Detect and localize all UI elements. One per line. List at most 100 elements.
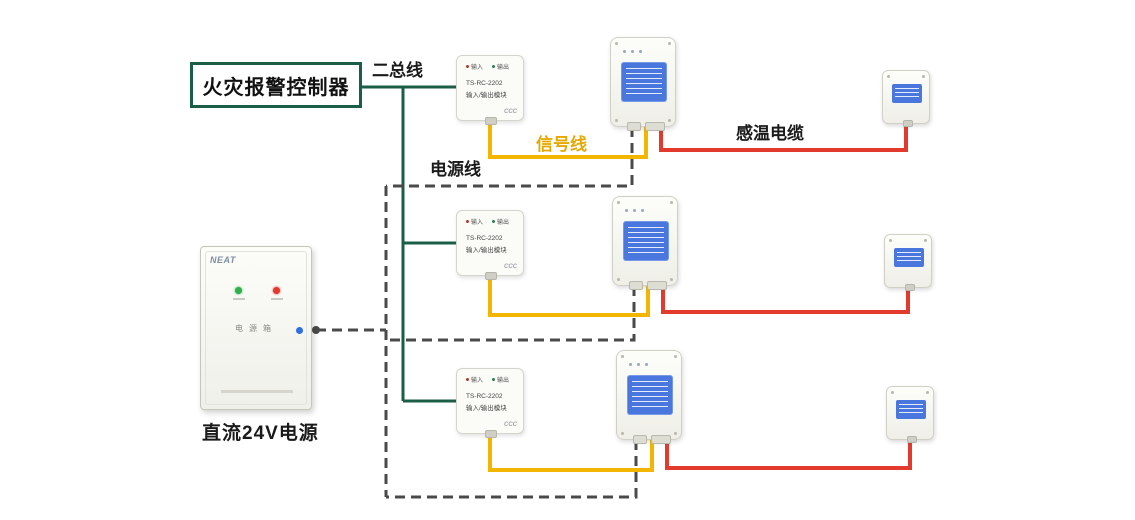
power-wire-row1 <box>386 127 634 188</box>
screw-icon <box>924 239 927 242</box>
module-model: TS-RC-2202 <box>466 393 503 400</box>
signal-wire-row2 <box>488 276 650 317</box>
psu-brand-logo: NEAT <box>210 255 236 265</box>
power-terminal <box>633 435 647 444</box>
monitor-device-3 <box>616 350 682 444</box>
screw-icon <box>926 391 929 394</box>
temp-cable-row3 <box>665 440 912 470</box>
output-indicator: 输出 <box>492 375 509 384</box>
module-name: 输入/输出模块 <box>466 247 507 254</box>
temp-cable-row1 <box>659 124 908 152</box>
label-text-lines <box>628 227 664 255</box>
device-blue-label <box>621 62 667 102</box>
screw-icon <box>674 432 677 435</box>
thermal-terminal-1 <box>882 70 930 127</box>
cable-terminal <box>651 435 671 444</box>
screw-icon <box>615 42 618 45</box>
output-label: 输出 <box>497 65 510 71</box>
input-led-icon <box>466 65 469 68</box>
module-terminal <box>485 117 497 125</box>
device-led-row <box>625 209 644 212</box>
module-terminal <box>485 430 497 438</box>
two-bus-label: 二总线 <box>372 61 423 80</box>
module-name: 输入/输出模块 <box>466 405 507 412</box>
temp-cable-row2 <box>661 286 910 314</box>
device-led-row <box>629 363 648 366</box>
temp-cable-label: 感温电缆 <box>736 124 804 143</box>
screw-icon <box>668 119 671 122</box>
screw-icon <box>670 278 673 281</box>
input-indicator: 输入 <box>466 217 483 226</box>
input-label: 输入 <box>471 220 484 226</box>
input-indicator: 输入 <box>466 62 483 71</box>
module-indicators: 输入 输出 <box>466 62 523 71</box>
module-indicators: 输入 输出 <box>466 375 523 384</box>
device-blue-label <box>627 375 673 415</box>
device-led-row <box>623 50 642 53</box>
screw-icon <box>922 75 925 78</box>
input-led-icon <box>466 220 469 223</box>
label-text-lines <box>626 68 662 96</box>
psu-panel-label: 电源箱 <box>235 324 277 333</box>
output-indicator: 输出 <box>492 62 509 71</box>
module-model: TS-RC-2202 <box>466 235 503 242</box>
power-wire-row2 <box>386 286 636 342</box>
output-led-icon <box>492 65 496 68</box>
label-text-lines <box>895 88 919 99</box>
device-blue-label <box>894 248 924 267</box>
monitor-device-2 <box>612 196 678 290</box>
screw-icon <box>621 432 624 435</box>
io-module-1: 输入 输出 TS-RC-2202 输入/输出模块 CCC <box>456 55 524 125</box>
psu-terminal-dot <box>312 326 320 334</box>
label-text-lines <box>897 252 921 263</box>
label-text-lines <box>632 381 668 409</box>
screw-icon <box>668 42 671 45</box>
thermal-terminal-2 <box>884 234 932 291</box>
screw-icon <box>621 355 624 358</box>
label-text-lines <box>899 404 923 415</box>
signal-line-label: 信号线 <box>536 135 587 154</box>
signal-wire-row1 <box>488 121 648 159</box>
module-name: 输入/输出模块 <box>466 92 507 99</box>
screw-icon <box>889 239 892 242</box>
device-blue-label <box>623 221 669 261</box>
cable-terminal <box>903 120 913 127</box>
cable-terminal <box>647 281 667 290</box>
io-module-2: 输入 输出 TS-RC-2202 输入/输出模块 CCC <box>456 210 524 280</box>
screw-icon <box>891 391 894 394</box>
psu-red-led-caption <box>271 298 283 300</box>
screw-icon <box>615 119 618 122</box>
screw-icon <box>617 201 620 204</box>
module-model: TS-RC-2202 <box>466 80 503 87</box>
device-blue-label <box>896 400 926 419</box>
screw-icon <box>674 355 677 358</box>
psu-red-led <box>273 287 280 294</box>
psu-green-led <box>235 287 242 294</box>
cable-terminal <box>907 436 917 443</box>
psu-fineprint-text <box>221 390 293 393</box>
output-led-icon <box>492 378 496 381</box>
output-led-icon <box>492 220 496 223</box>
psu-output-port <box>296 327 303 334</box>
power-wire-row3 <box>386 440 638 499</box>
fire-alarm-controller-label: 火灾报警控制器 <box>202 76 350 99</box>
power-terminal <box>627 122 641 131</box>
thermal-terminal-3 <box>886 386 934 443</box>
input-indicator: 输入 <box>466 375 483 384</box>
fire-alarm-controller-box: 火灾报警控制器 <box>190 62 362 108</box>
power-supply-box: NEAT 电源箱 <box>200 246 312 410</box>
screw-icon <box>670 201 673 204</box>
module-indicators: 输入 输出 <box>466 217 523 226</box>
monitor-device-1 <box>610 37 676 131</box>
ccc-logo: CCC <box>504 109 517 115</box>
cable-terminal <box>905 284 915 291</box>
device-blue-label <box>892 84 922 103</box>
cable-terminal <box>645 122 665 131</box>
dc24v-power-label: 直流24V电源 <box>202 423 319 444</box>
signal-wire-row3 <box>488 434 654 472</box>
screw-icon <box>617 278 620 281</box>
power-terminal <box>629 281 643 290</box>
input-label: 输入 <box>471 65 484 71</box>
